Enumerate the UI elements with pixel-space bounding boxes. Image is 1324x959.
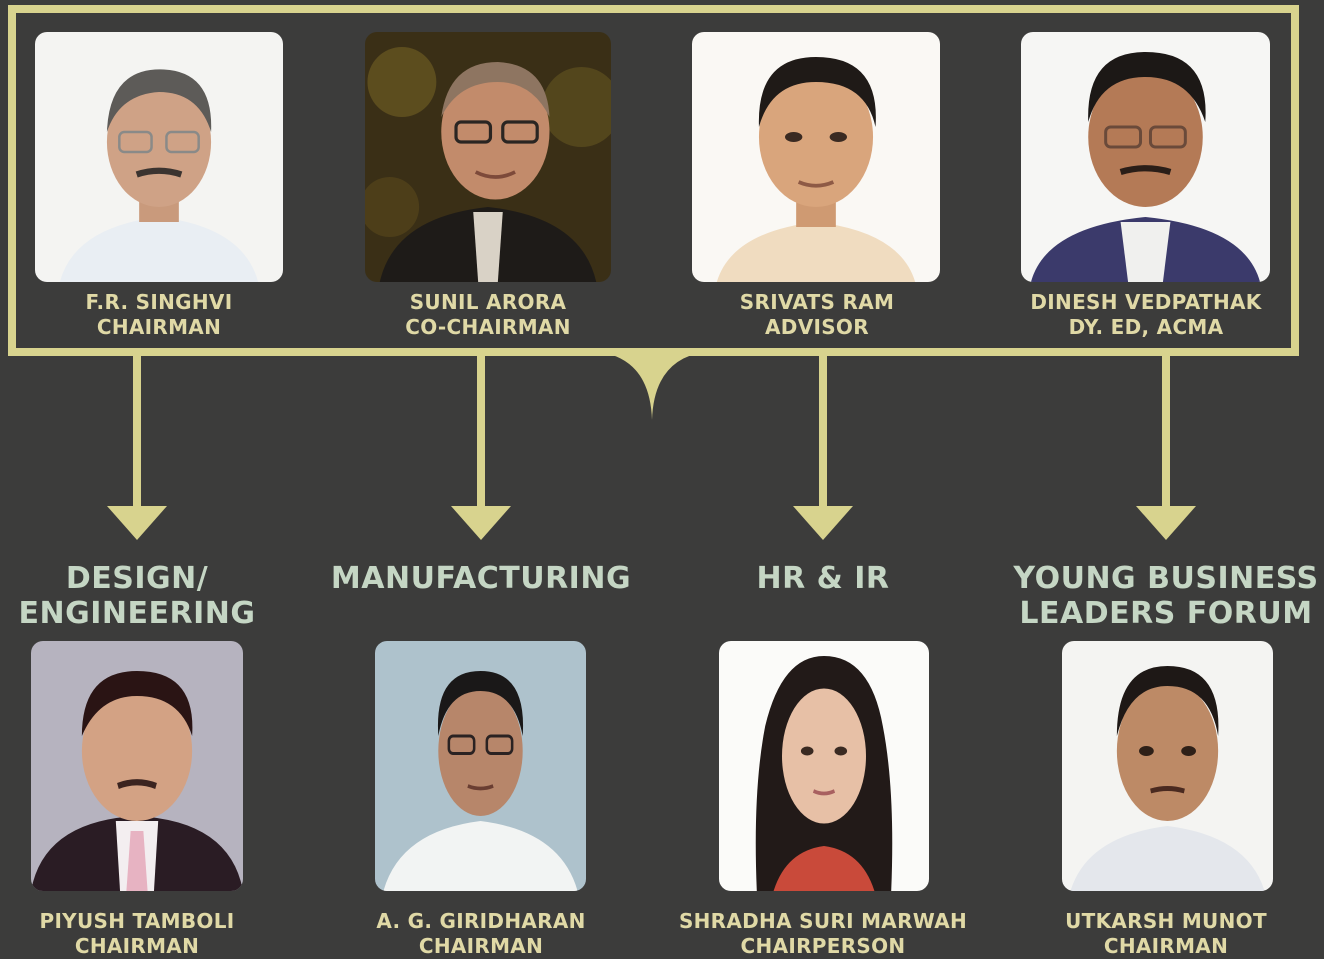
leader-name: F.R. SINGHVI xyxy=(85,290,233,314)
leader-caption: SUNIL ARORA CO-CHAIRMAN xyxy=(358,290,618,340)
leader-caption: SRIVATS RAM ADVISOR xyxy=(697,290,937,340)
department-title: YOUNG BUSINESS LEADERS FORUM xyxy=(1012,561,1320,631)
photo-vedpathak xyxy=(1021,32,1270,282)
arrow-manufacturing xyxy=(451,352,511,540)
member-name: A. G. GIRIDHARAN xyxy=(376,909,586,933)
member-role: CHAIRPERSON xyxy=(740,934,906,958)
leader-role: CO-CHAIRMAN xyxy=(405,315,571,339)
member-role: CHAIRMAN xyxy=(1103,934,1229,958)
arrow-hr-ir xyxy=(793,352,853,540)
member-role: CHAIRMAN xyxy=(74,934,200,958)
member-caption: UTKARSH MUNOT CHAIRMAN xyxy=(1046,909,1286,959)
leader-role: ADVISOR xyxy=(765,315,869,339)
photo-marwah xyxy=(719,641,929,891)
leader-name: SRIVATS RAM xyxy=(739,290,895,314)
leader-role: CHAIRMAN xyxy=(96,315,222,339)
department-title: MANUFACTURING xyxy=(326,561,636,596)
leader-role: DY. ED, ACMA xyxy=(1068,315,1224,339)
department-title-line: ENGINEERING xyxy=(18,596,256,631)
arrow-ybl-forum xyxy=(1136,352,1196,540)
department-title-line: DESIGN/ xyxy=(65,561,209,596)
photo-giridharan xyxy=(375,641,586,891)
member-role: CHAIRMAN xyxy=(418,934,544,958)
member-caption: SHRADHA SURI MARWAH CHAIRPERSON xyxy=(663,909,983,959)
member-name: UTKARSH MUNOT xyxy=(1065,909,1267,933)
department-title: HR & IR xyxy=(723,561,923,596)
brace-connector xyxy=(600,352,704,420)
photo-munot xyxy=(1062,641,1273,891)
department-title-line: YOUNG BUSINESS xyxy=(1013,561,1319,596)
member-name: SHRADHA SURI MARWAH xyxy=(678,909,968,933)
leader-name: DINESH VEDPATHAK xyxy=(1030,290,1262,314)
member-caption: A. G. GIRIDHARAN CHAIRMAN xyxy=(356,909,606,959)
photo-arora xyxy=(365,32,611,282)
photo-ram xyxy=(692,32,940,282)
member-caption: PIYUSH TAMBOLI CHAIRMAN xyxy=(17,909,257,959)
photo-tamboli xyxy=(31,641,243,891)
department-title: DESIGN/ ENGINEERING xyxy=(12,561,262,631)
photo-singhvi xyxy=(35,32,283,282)
department-title-line: HR & IR xyxy=(756,561,890,596)
leader-caption: DINESH VEDPATHAK DY. ED, ACMA xyxy=(1010,290,1282,340)
arrow-design xyxy=(107,352,167,540)
department-title-line: LEADERS FORUM xyxy=(1019,596,1313,631)
department-title-line: MANUFACTURING xyxy=(330,561,632,596)
leader-name: SUNIL ARORA xyxy=(409,290,567,314)
leader-caption: F.R. SINGHVI CHAIRMAN xyxy=(59,290,259,340)
member-name: PIYUSH TAMBOLI xyxy=(39,909,235,933)
